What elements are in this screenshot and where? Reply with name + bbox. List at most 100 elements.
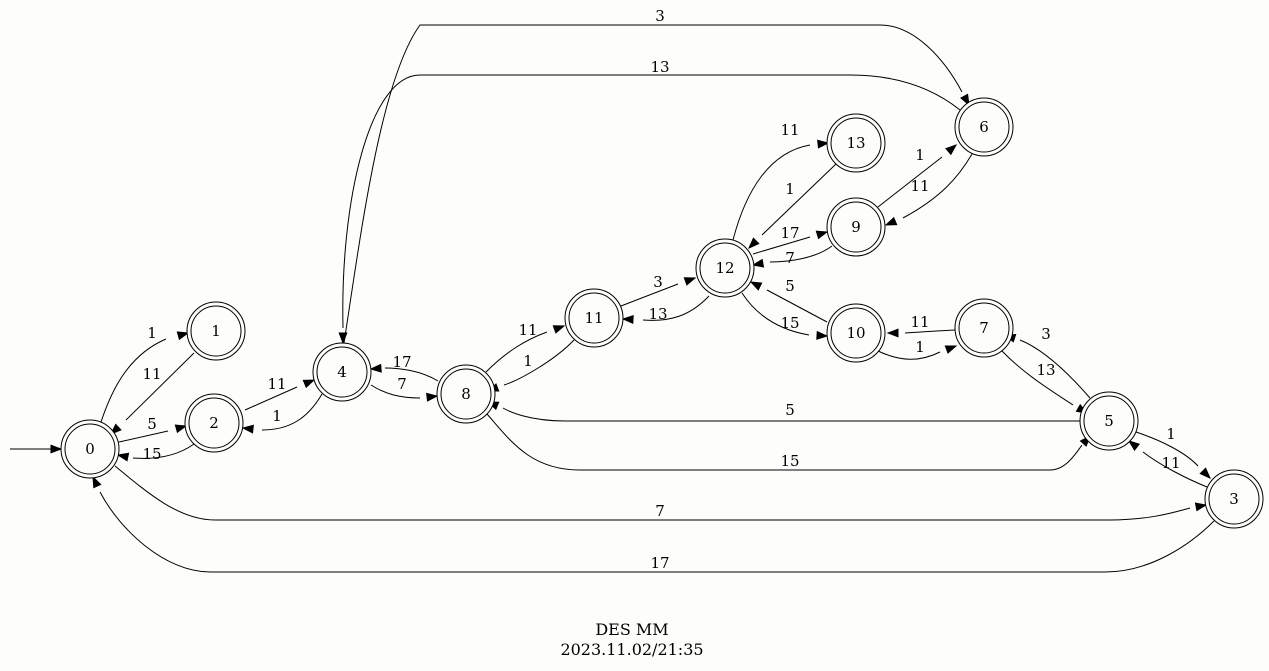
transition-2-to-4-label: 11	[267, 375, 286, 393]
transition-4-to-8-arrowhead	[426, 392, 439, 402]
transition-2-to-0-label: 15	[142, 445, 161, 463]
transition-4-to-8-label: 7	[397, 375, 407, 393]
transition-3-to-5-label: 11	[1161, 454, 1180, 472]
state-2-outer-ring	[184, 393, 244, 453]
state-8-label: 8	[461, 385, 471, 403]
transition-5-to-3-arrowhead	[1199, 467, 1211, 479]
state-13-outer-ring	[826, 113, 886, 173]
state-11: 11	[564, 288, 624, 348]
transition-2-to-0	[132, 443, 195, 459]
transition-0-to-1-arrowhead	[176, 331, 190, 341]
transition-11-to-12-label: 3	[653, 273, 663, 291]
transition-4-to-6-label: 3	[655, 7, 665, 25]
transition-6-to-4-arrowhead	[338, 332, 348, 345]
transition-9-to-6-arrowhead	[945, 144, 958, 156]
transitions-layer	[10, 24, 1215, 573]
state-5-outer-ring	[1079, 391, 1139, 451]
state-6: 6	[954, 97, 1014, 157]
state-12-label: 12	[715, 259, 734, 277]
state-8-outer-ring	[436, 364, 496, 424]
transition-2-to-4-arrowhead	[302, 379, 316, 389]
transition-labels-layer: 1115151117171113131111771551113131111335…	[142, 7, 1180, 572]
state-7: 7	[954, 298, 1014, 358]
state-9-label: 9	[851, 218, 861, 236]
transition-9-to-6	[877, 156, 943, 208]
state-4-outer-ring	[312, 342, 372, 402]
transition-5-to-3-label: 1	[1166, 425, 1176, 443]
transition-9-to-6-label: 1	[915, 146, 925, 164]
transition-10-to-7-arrowhead	[944, 345, 958, 354]
state-1-inner-ring	[190, 305, 242, 357]
transition-12-to-9	[752, 236, 811, 255]
transition-12-to-10-label: 15	[780, 314, 799, 332]
transition-8-to-11	[485, 331, 548, 373]
transition-6-to-9-arrowhead	[884, 216, 898, 226]
transition-12-to-13-arrowhead	[817, 139, 830, 149]
transition-12-to-11-label: 13	[648, 305, 667, 323]
state-7-outer-ring	[954, 298, 1014, 358]
state-6-inner-ring	[958, 101, 1010, 153]
transition-13-to-12	[761, 163, 837, 236]
state-5: 5	[1079, 391, 1139, 451]
transition-13-to-12-label: 1	[785, 180, 795, 198]
transition-3-to-0-arrowhead	[92, 475, 102, 489]
transition-0-to-3-arrowhead	[1194, 502, 1208, 512]
transition-4-to-2-arrowhead	[241, 424, 254, 434]
transition-11-to-8	[503, 339, 575, 386]
transition-10-to-12-label: 5	[785, 277, 795, 295]
state-13: 13	[826, 113, 886, 173]
state-12-inner-ring	[699, 242, 751, 294]
state-2-label: 2	[209, 414, 219, 432]
state-0: 0	[60, 419, 120, 479]
state-4: 4	[312, 342, 372, 402]
transition-1-to-0-label: 11	[142, 365, 161, 383]
transition-12-to-11-arrowhead	[621, 315, 634, 325]
transition-10-to-7	[875, 349, 941, 360]
state-9-outer-ring	[826, 197, 886, 257]
transition-5-to-8-label: 5	[785, 401, 795, 419]
transition-8-to-4-label: 17	[392, 353, 411, 371]
state-4-inner-ring	[316, 346, 368, 398]
state-5-label: 5	[1104, 412, 1114, 430]
state-0-outer-ring	[60, 419, 120, 479]
transition-8-to-4-arrowhead	[369, 363, 382, 373]
transition-8-to-4	[384, 367, 439, 382]
transition-8-to-11-label: 11	[518, 321, 537, 339]
transition-7-to-10-arrowhead	[886, 328, 899, 338]
state-10-outer-ring	[826, 303, 886, 363]
state-2: 2	[184, 393, 244, 453]
state-3-label: 3	[1229, 490, 1239, 508]
transition-12-to-11	[642, 295, 710, 321]
transition-12-to-13	[732, 144, 811, 241]
transition-0-to-2-arrowhead	[174, 424, 188, 434]
state-4-label: 4	[337, 363, 347, 381]
transition-0-to-1-label: 1	[147, 324, 157, 342]
transition-11-to-8-label: 1	[523, 352, 533, 370]
transition-6-to-9-label: 11	[910, 177, 929, 195]
transition-4-to-2-label: 1	[272, 407, 282, 425]
state-13-inner-ring	[830, 117, 882, 169]
transition-3-to-5	[1142, 451, 1208, 488]
transition-12-to-13-label: 11	[780, 121, 799, 139]
transition-4-to-2	[261, 393, 323, 431]
transition-5-to-7-label: 3	[1041, 325, 1051, 343]
transition-11-to-12-arrowhead	[683, 277, 697, 286]
transition-13-to-12-arrowhead	[748, 237, 760, 249]
transition-0-to-3	[114, 465, 1191, 521]
state-12-outer-ring	[695, 238, 755, 298]
transition-7-to-5	[1001, 350, 1074, 406]
state-0-inner-ring	[64, 423, 116, 475]
state-10-label: 10	[846, 324, 865, 342]
transition-7-to-10-label: 11	[910, 313, 929, 331]
transition-10-to-12	[766, 289, 828, 323]
state-3: 3	[1204, 469, 1264, 529]
transition-5-to-3	[1135, 431, 1199, 467]
state-7-inner-ring	[958, 302, 1010, 354]
state-12: 12	[695, 238, 755, 298]
transition-12-to-10	[741, 292, 810, 336]
state-3-inner-ring	[1208, 473, 1260, 525]
transition-4-to-8	[370, 384, 421, 399]
state-0-label: 0	[85, 440, 95, 458]
state-11-label: 11	[584, 309, 603, 327]
transition-12-to-9-arrowhead	[815, 230, 829, 240]
